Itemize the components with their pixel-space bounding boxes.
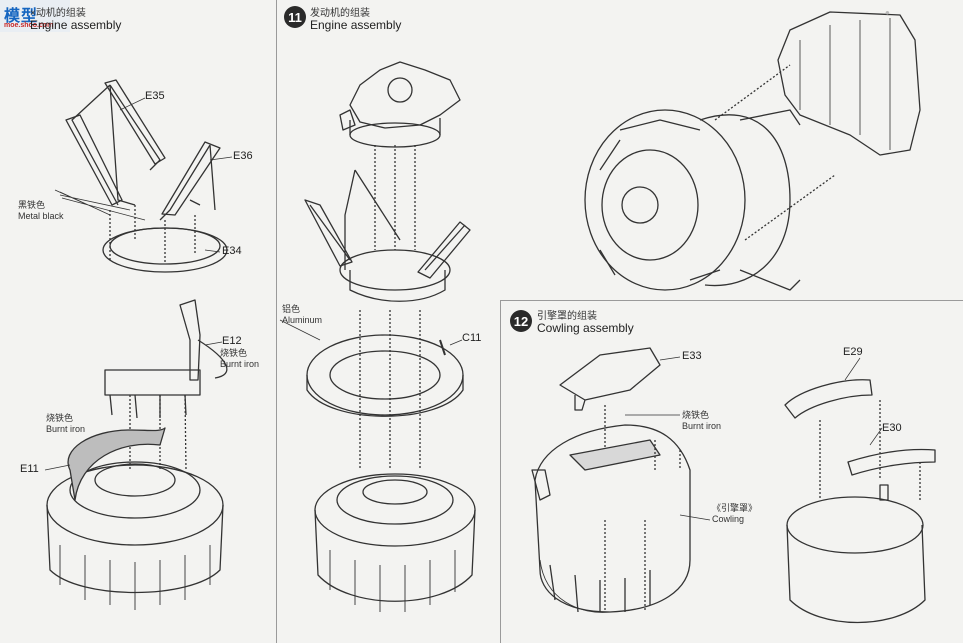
part-cowling (531, 424, 691, 613)
paint-burnt-iron-e12-cn: 烧铁色 (220, 348, 248, 358)
cowling-part-cn: 《引擎罩》 (712, 503, 758, 513)
paint-metal-black: 黑铁色 Metal black (18, 200, 64, 222)
paint-aluminum: 铝色 Aluminum (282, 304, 322, 326)
divider-left-vertical (276, 0, 277, 643)
paint-metal-black-en: Metal black (18, 211, 64, 221)
paint-burnt-iron-e12: 烧铁色 Burnt iron (220, 348, 259, 370)
part-e29-ring (784, 379, 873, 419)
cowling-part-en: Cowling (712, 514, 745, 524)
paint-burnt-iron-e33-en: Burnt iron (682, 421, 722, 431)
paint-burnt-iron-e11-en: Burnt iron (46, 424, 86, 434)
label-e36: E36 (233, 150, 253, 162)
paint-aluminum-en: Aluminum (282, 315, 323, 325)
step12-title-cn: 引擎罩的组装 (537, 311, 597, 322)
watermark-logo: 模型 moe.shoo.com (0, 0, 70, 32)
label-e33: E33 (682, 350, 702, 362)
label-e12: E12 (222, 335, 242, 347)
faint-bg-mark: ● (885, 8, 890, 17)
paint-burnt-iron-e11: 烧铁色 Burnt iron (46, 413, 85, 435)
paint-burnt-iron-e12-en: Burnt iron (220, 359, 260, 369)
step10-title-en: Engine assembly (30, 18, 122, 32)
label-e34: E34 (222, 245, 242, 257)
step11-title-en: Engine assembly (310, 18, 402, 32)
watermark-logo-text: 模型 (4, 8, 39, 25)
paint-burnt-iron-e33-cn: 烧铁色 (682, 410, 710, 420)
part-crankcase (339, 61, 461, 148)
paint-aluminum-cn: 铝色 (282, 304, 301, 314)
label-e35: E35 (145, 90, 165, 102)
step11-title-cn: 发动机的组装 (310, 8, 370, 19)
paint-metal-black-cn: 黑铁色 (18, 200, 46, 210)
divider-step12-left (500, 300, 501, 643)
part-e11-engine-block (46, 427, 224, 610)
part-cowling-base (786, 484, 926, 624)
paint-burnt-iron-e33: 烧铁色 Burnt iron (682, 410, 721, 432)
part-e36-strut (159, 141, 221, 221)
label-c11: C11 (462, 332, 482, 344)
part-engine-block-11 (314, 473, 476, 612)
step10-title-cn: ×动机的组装 (30, 8, 86, 19)
part-strut-frame (304, 169, 471, 302)
step12-title-en: Cowling assembly (537, 321, 634, 335)
label-e29: E29 (843, 346, 863, 358)
completed-engine (584, 11, 921, 291)
step11-badge: 11 (284, 6, 306, 28)
divider-step12-top (500, 300, 963, 301)
part-c11-ring (306, 334, 464, 417)
part-e30-ring (847, 448, 936, 476)
cowling-part-label: 《引擎罩》 Cowling (712, 503, 757, 525)
step12-badge: 12 (510, 310, 532, 332)
watermark-site-text: moe.shoo.com (4, 22, 54, 29)
label-e30: E30 (882, 422, 902, 434)
part-e33-panel (559, 347, 661, 411)
paint-burnt-iron-e11-cn: 烧铁色 (46, 413, 74, 423)
label-e11: E11 (20, 463, 39, 475)
part-e35-strut (65, 79, 166, 206)
